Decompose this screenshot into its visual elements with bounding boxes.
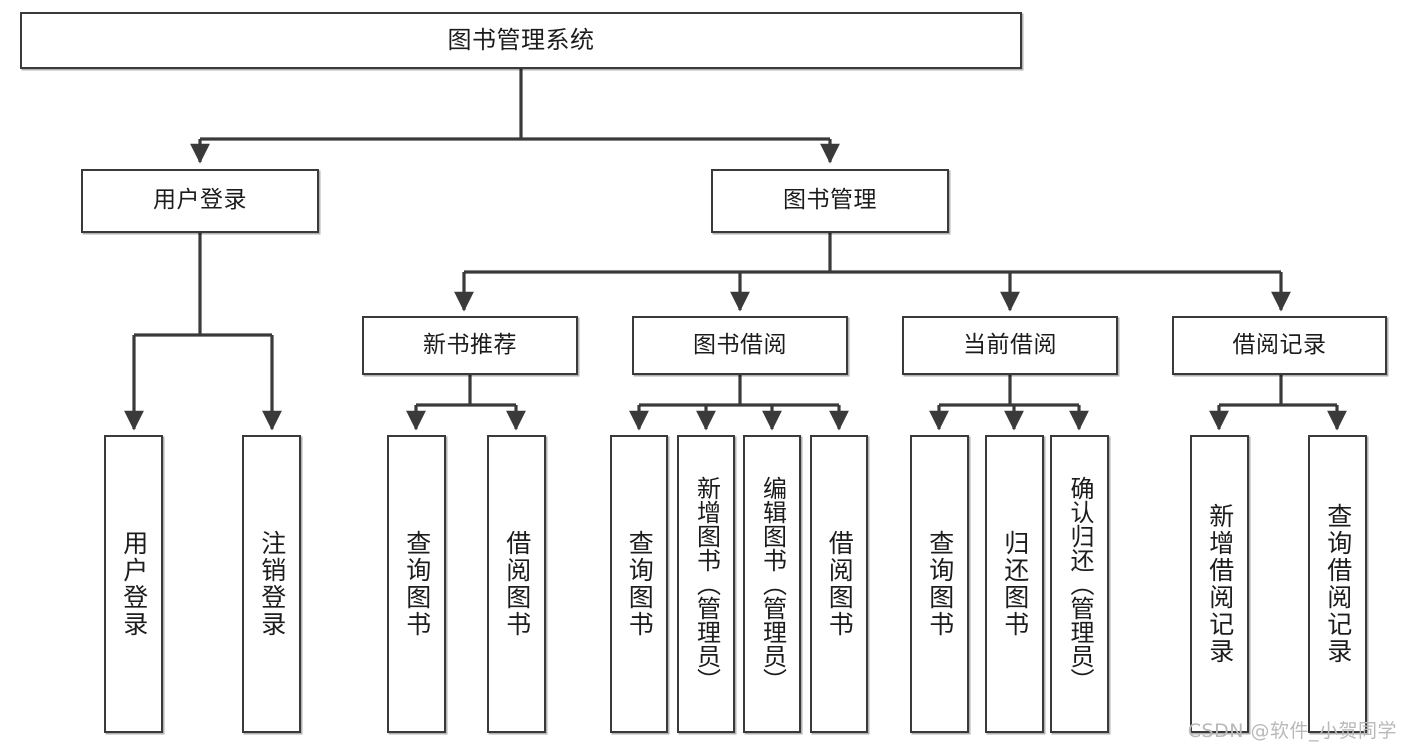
node-leaf-borrow-book-1[interactable]: 借阅图书 <box>487 435 546 733</box>
node-current-borrow[interactable]: 当前借阅 <box>902 316 1118 375</box>
node-new-book-recommend-label: 新书推荐 <box>423 331 517 358</box>
node-leaf-add-record-label: 新增借阅记录 <box>1205 503 1235 665</box>
node-leaf-borrow-book-1-label: 借阅图书 <box>502 530 532 638</box>
node-leaf-logout[interactable]: 注销登录 <box>242 435 301 733</box>
node-leaf-borrow-book-2-label: 借阅图书 <box>825 530 855 638</box>
node-leaf-borrow-book-2[interactable]: 借阅图书 <box>810 435 868 733</box>
node-root-label: 图书管理系统 <box>447 26 595 55</box>
node-leaf-edit-book[interactable]: 编辑图书（管理员） <box>743 435 801 733</box>
node-leaf-query-book-3[interactable]: 查询图书 <box>910 435 969 733</box>
node-leaf-query-book-2[interactable]: 查询图书 <box>610 435 668 733</box>
node-leaf-logout-label: 注销登录 <box>257 530 287 638</box>
node-leaf-query-record-label: 查询借阅记录 <box>1323 503 1353 665</box>
node-book-borrow[interactable]: 图书借阅 <box>632 316 848 375</box>
node-leaf-query-book-1[interactable]: 查询图书 <box>387 435 446 733</box>
node-leaf-user-login-label: 用户登录 <box>119 530 149 638</box>
node-borrow-record[interactable]: 借阅记录 <box>1172 316 1387 375</box>
node-current-borrow-label: 当前借阅 <box>963 331 1057 358</box>
node-leaf-query-book-3-label: 查询图书 <box>925 530 955 638</box>
node-leaf-add-book-label: 新增图书（管理员） <box>692 476 721 692</box>
node-leaf-user-login[interactable]: 用户登录 <box>104 435 163 733</box>
node-book-management[interactable]: 图书管理 <box>711 169 949 233</box>
node-leaf-confirm-return-label: 确认归还（管理员） <box>1065 476 1094 692</box>
node-leaf-return-book-label: 归还图书 <box>1000 530 1030 638</box>
node-leaf-edit-book-label: 编辑图书（管理员） <box>758 476 787 692</box>
csdn-watermark: CSDN @软件_小贺同学 <box>1187 720 1397 742</box>
node-root[interactable]: 图书管理系统 <box>20 12 1022 69</box>
node-borrow-record-label: 借阅记录 <box>1232 331 1327 358</box>
node-leaf-return-book[interactable]: 归还图书 <box>985 435 1044 733</box>
node-book-management-label: 图书管理 <box>783 187 877 214</box>
node-book-borrow-label: 图书借阅 <box>693 331 787 358</box>
node-leaf-add-book[interactable]: 新增图书（管理员） <box>677 435 735 733</box>
node-new-book-recommend[interactable]: 新书推荐 <box>362 316 578 375</box>
node-leaf-confirm-return[interactable]: 确认归还（管理员） <box>1050 435 1109 733</box>
node-user-login[interactable]: 用户登录 <box>81 169 319 233</box>
node-user-login-label: 用户登录 <box>153 187 247 214</box>
node-leaf-query-book-2-label: 查询图书 <box>625 530 655 638</box>
node-leaf-query-record[interactable]: 查询借阅记录 <box>1308 435 1367 733</box>
node-leaf-add-record[interactable]: 新增借阅记录 <box>1190 435 1249 733</box>
node-leaf-query-book-1-label: 查询图书 <box>402 530 432 638</box>
